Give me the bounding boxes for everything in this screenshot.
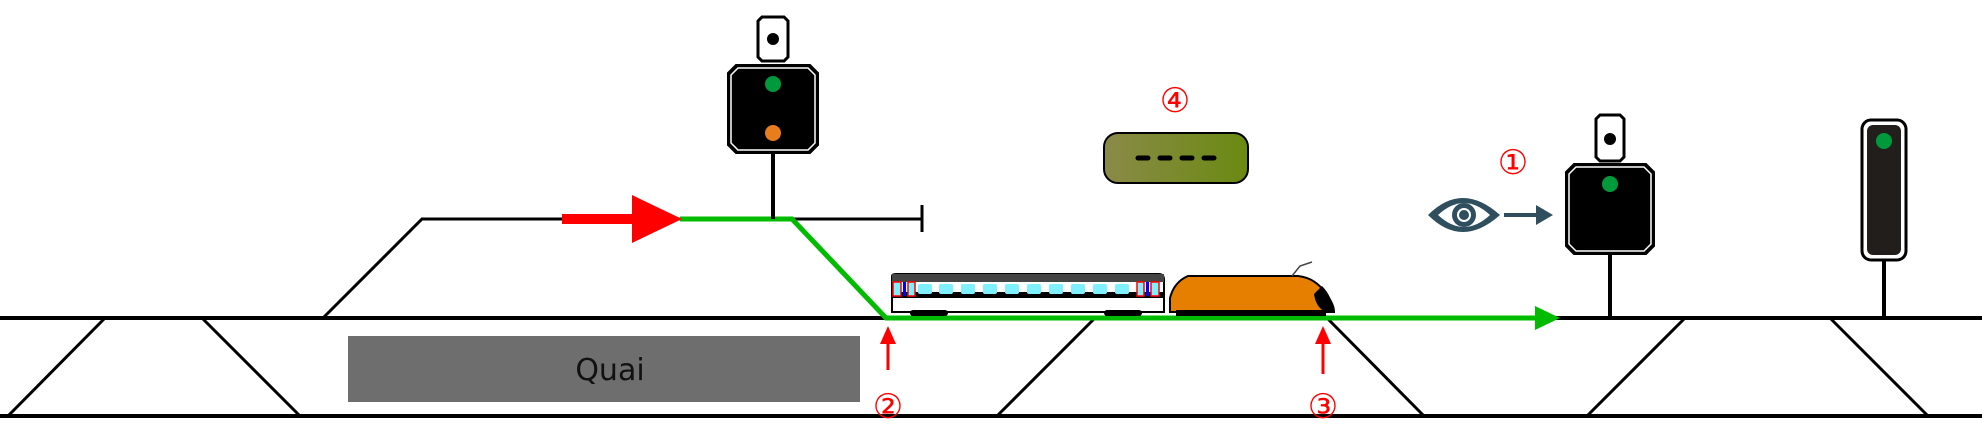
marker-2: ② <box>873 387 903 427</box>
main-signal-right <box>1565 113 1655 318</box>
marker-3: ③ <box>1308 387 1338 427</box>
main-signal-left <box>727 15 819 219</box>
platform: Quai <box>348 336 860 402</box>
marker-4: ④ <box>1160 81 1190 121</box>
train <box>891 261 1336 316</box>
passenger-coach <box>891 273 1165 316</box>
eye-icon <box>1428 198 1500 232</box>
signal-light-orange <box>765 125 781 141</box>
signal-light-green <box>1602 176 1618 192</box>
view-arrow <box>1504 205 1553 225</box>
signal-light-green <box>1876 133 1892 149</box>
dwarf-signal-far-right <box>1860 118 1908 318</box>
crossover <box>6 316 107 418</box>
marker-1: ① <box>1498 143 1528 183</box>
route-arrow-head <box>1535 306 1560 330</box>
crossover <box>1325 316 1426 418</box>
marker-3-arrow <box>1315 326 1331 374</box>
signal-light-green <box>765 76 781 92</box>
platform-label: Quai <box>575 353 644 388</box>
crossover <box>200 316 302 418</box>
crossover <box>995 316 1097 418</box>
siding-track <box>321 217 922 320</box>
route <box>680 216 1560 330</box>
crossover <box>1585 316 1687 418</box>
marker-2-arrow <box>880 326 896 370</box>
red-direction-arrow <box>562 195 682 243</box>
display-panel <box>1103 132 1249 184</box>
locomotive <box>1169 261 1336 316</box>
crossover <box>1828 316 1930 418</box>
